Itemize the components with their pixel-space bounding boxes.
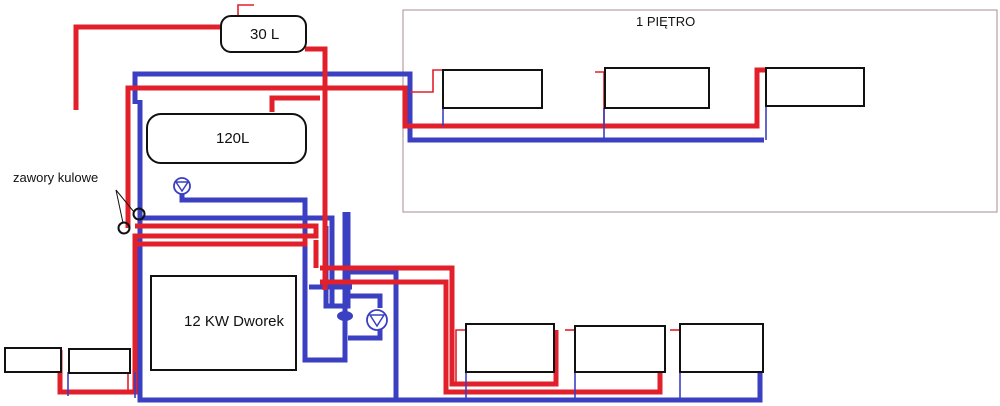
valve-pointer: [115, 189, 124, 224]
radiator-ground-1: [465, 323, 555, 373]
buffer-tank-120l: 120L: [146, 113, 307, 164]
radiator-floor-1: [442, 69, 543, 109]
tank-small-label: 30 L: [250, 26, 279, 43]
floor-label: 1 PIĘTRO: [636, 14, 695, 29]
valve-icon: [132, 207, 146, 221]
radiator-left-2: [68, 348, 131, 374]
valve-icon: [117, 221, 131, 235]
expansion-tank-30l: 30 L: [220, 15, 307, 53]
valve-pointer: [115, 189, 135, 213]
boiler-label: 12 KW Dworek: [184, 313, 285, 330]
valve-icon: [337, 311, 353, 321]
radiator-ground-3: [679, 323, 764, 373]
pump-icon: [173, 177, 191, 195]
valves-label: zawory kulowe: [13, 170, 98, 185]
supply-pipes: [57, 24, 770, 395]
return-pipes: [132, 71, 764, 403]
radiator-floor-3: [765, 67, 865, 107]
radiator-floor-2: [604, 67, 710, 109]
floor-outline: [402, 9, 998, 213]
radiator-ground-2: [574, 325, 666, 373]
pump-icon: [366, 309, 388, 331]
radiator-left-1: [4, 347, 62, 373]
tank-large-label: 120L: [216, 130, 249, 147]
boiler: 12 KW Dworek: [150, 275, 297, 371]
